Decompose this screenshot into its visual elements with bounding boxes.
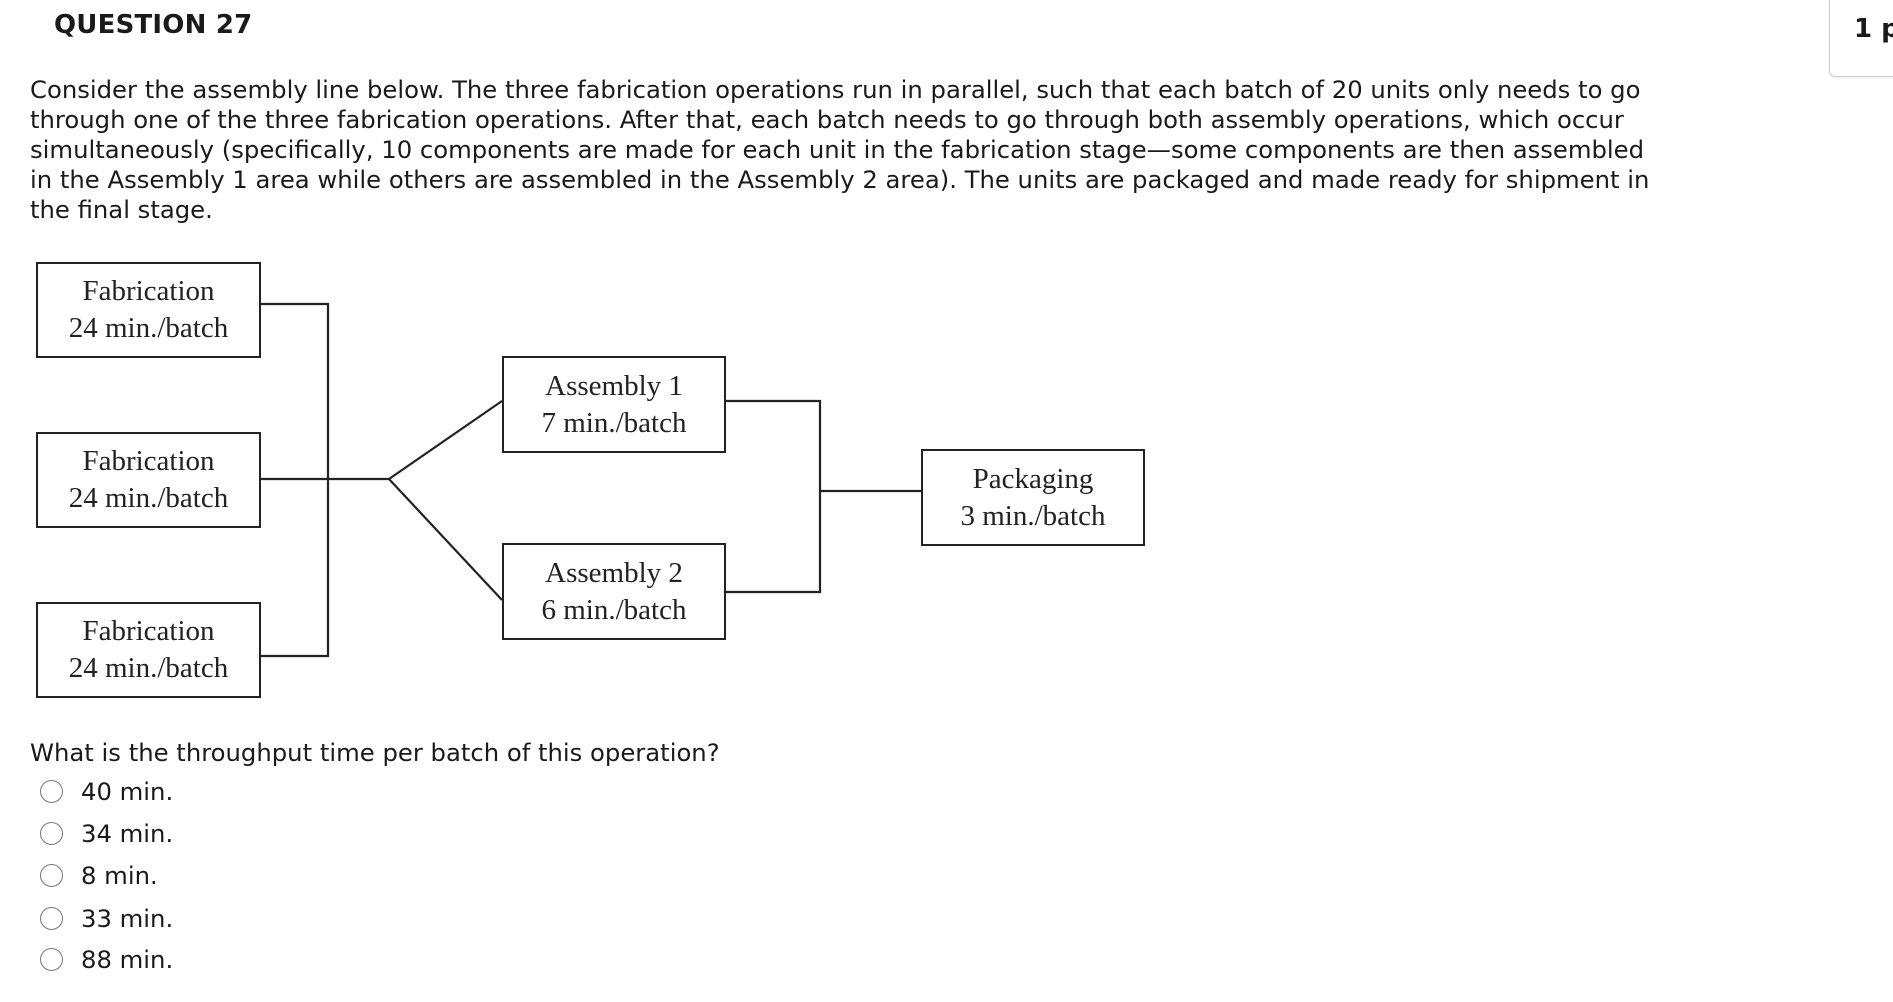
points-label: 1 p: [1854, 14, 1893, 44]
option-8-min[interactable]: 8 min.: [40, 858, 158, 892]
radio-button[interactable]: [40, 821, 63, 845]
radio-button[interactable]: [40, 779, 63, 803]
option-33-min[interactable]: 33 min.: [40, 901, 173, 935]
option-label[interactable]: 40 min.: [81, 776, 174, 806]
packaging-name: Packaging: [972, 462, 1094, 495]
packaging-time: 3 min./batch: [960, 499, 1106, 532]
fabrication-name: Fabrication: [82, 615, 215, 647]
assembly-2-name: Assembly 2: [545, 556, 683, 589]
option-40-min[interactable]: 40 min.: [40, 774, 173, 808]
assembly-1-box: Assembly 1 7 min./batch: [502, 356, 726, 453]
assembly-2-time: 6 min./batch: [541, 593, 687, 626]
connector-line: [388, 478, 503, 601]
question-text: Consider the assembly line below. The th…: [30, 75, 1650, 224]
points-card: [1829, 0, 1893, 77]
assembly-1-time: 7 min./batch: [541, 406, 687, 439]
fabrication-name: Fabrication: [82, 445, 215, 477]
assembly-1-name: Assembly 1: [545, 369, 683, 402]
radio-button[interactable]: [40, 906, 63, 930]
fabrication-box-2: Fabrication 24 min./batch: [36, 432, 261, 528]
option-label[interactable]: 33 min.: [81, 903, 174, 933]
option-34-min[interactable]: 34 min.: [40, 816, 173, 850]
fabrication-time: 24 min./batch: [68, 312, 229, 344]
option-88-min[interactable]: 88 min.: [40, 942, 173, 976]
option-label[interactable]: 8 min.: [81, 860, 158, 890]
connector-line: [388, 400, 503, 480]
packaging-box: Packaging 3 min./batch: [921, 449, 1145, 546]
fabrication-box-3: Fabrication 24 min./batch: [36, 602, 261, 698]
option-label[interactable]: 88 min.: [81, 944, 174, 974]
question-prompt: What is the throughput time per batch of…: [30, 738, 720, 767]
assembly-2-box: Assembly 2 6 min./batch: [502, 543, 726, 640]
fabrication-name: Fabrication: [82, 275, 215, 307]
fabrication-time: 24 min./batch: [68, 652, 229, 684]
radio-button[interactable]: [40, 947, 63, 971]
fabrication-time: 24 min./batch: [68, 482, 229, 514]
option-label[interactable]: 34 min.: [81, 818, 174, 848]
question-title: QUESTION 27: [54, 10, 253, 40]
radio-button[interactable]: [40, 863, 63, 887]
fabrication-box-1: Fabrication 24 min./batch: [36, 262, 261, 358]
